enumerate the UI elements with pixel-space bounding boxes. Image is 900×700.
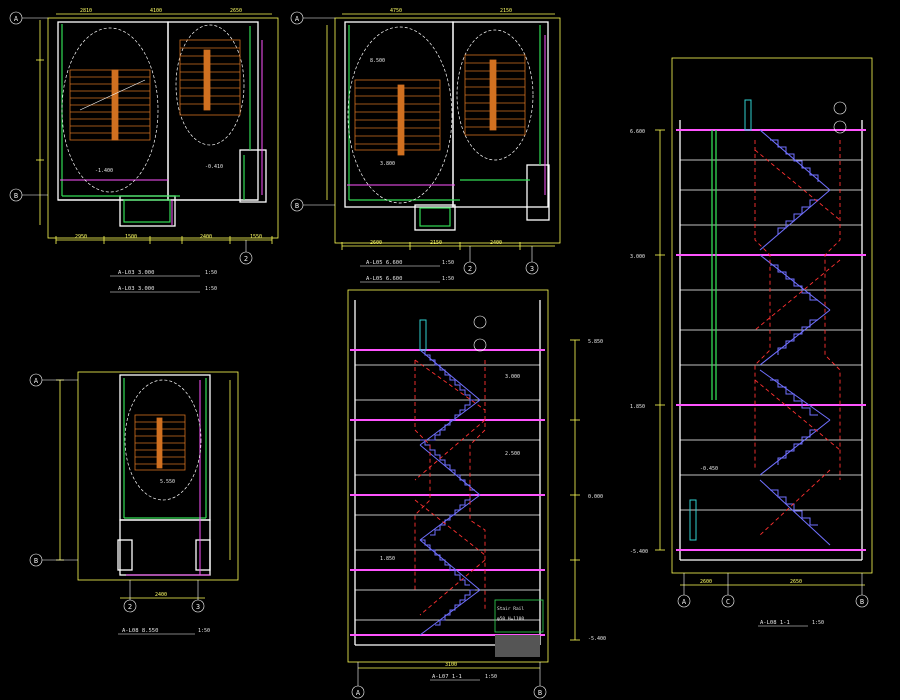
level-mark: 0.000 bbox=[588, 494, 603, 500]
drawing-scale: 1:50 bbox=[442, 260, 454, 266]
rail-note-box bbox=[494, 599, 544, 633]
note-text: Stair Rail bbox=[497, 606, 524, 612]
grid-bubble-label: A bbox=[34, 377, 39, 385]
grid-bubble-label: B bbox=[538, 689, 542, 697]
level-mark: 3.800 bbox=[380, 161, 395, 167]
grid-bubble-label: 3 bbox=[196, 603, 200, 611]
level-mark: 2.500 bbox=[505, 451, 520, 457]
dimension-text: 2650 bbox=[790, 579, 802, 585]
level-mark: -0.410 bbox=[205, 164, 223, 170]
grid-bubble-label: 2 bbox=[468, 265, 472, 273]
drawing-scale: 1:50 bbox=[205, 270, 217, 276]
ground-hatch bbox=[495, 635, 540, 657]
drawing-title-secondary: A-L03 3.000 bbox=[118, 286, 154, 292]
drawing-scale: 1:50 bbox=[485, 674, 497, 680]
drawing-scale: 1:50 bbox=[442, 276, 454, 282]
level-mark: 1.850 bbox=[380, 556, 395, 562]
drawing-title: A-L05 6.600 bbox=[366, 260, 402, 266]
note-text: φ50 H=1100 bbox=[497, 616, 524, 622]
level-mark: -5.400 bbox=[588, 636, 606, 642]
level-mark: -5.400 bbox=[630, 549, 648, 555]
dimension-text: 2600 bbox=[700, 579, 712, 585]
dimension-text: 2400 bbox=[490, 240, 502, 246]
dimension-text: 2600 bbox=[370, 240, 382, 246]
dimension-text: 2650 bbox=[230, 8, 242, 14]
level-mark: -0.450 bbox=[700, 466, 718, 472]
level-mark: 5.850 bbox=[588, 339, 603, 345]
level-mark: 8.500 bbox=[370, 58, 385, 64]
grid-bubble-label: B bbox=[295, 202, 299, 210]
grid-bubble-label: B bbox=[14, 192, 18, 200]
drawing-title: A-L07 1-1 bbox=[432, 674, 462, 680]
drawing-title: A-L08 8.550 bbox=[122, 628, 158, 634]
dimension-text: 1500 bbox=[125, 234, 137, 240]
level-mark: 3.000 bbox=[505, 374, 520, 380]
dimension-text: 2400 bbox=[155, 592, 167, 598]
dimension-text: 1550 bbox=[250, 234, 262, 240]
drawing-scale: 1:50 bbox=[812, 620, 824, 626]
dimension-text: 2810 bbox=[80, 8, 92, 14]
grid-bubble-label: C bbox=[726, 598, 730, 606]
drawing-title: A-L03 3.000 bbox=[118, 270, 154, 276]
grid-bubble-label: 2 bbox=[128, 603, 132, 611]
stair-section-2: A C B 2600 2650 6.600 3.000 1.850 -0.450… bbox=[630, 57, 873, 627]
dimension-text: 4750 bbox=[390, 8, 402, 14]
grid-bubble-label: B bbox=[34, 557, 38, 565]
grid-bubble-label: A bbox=[295, 15, 300, 23]
grid-bubble-label: A bbox=[682, 598, 687, 606]
stair-plan-b: A B 2 3 4750 2150 2600 2150 2400 8.500 3… bbox=[290, 8, 561, 283]
level-mark: 1.850 bbox=[630, 404, 645, 410]
level-mark: 5.550 bbox=[160, 479, 175, 485]
level-mark: -1.400 bbox=[95, 168, 113, 174]
grid-bubble-label: 3 bbox=[530, 265, 534, 273]
dimension-text: 2950 bbox=[75, 234, 87, 240]
dimension-text: 2150 bbox=[500, 8, 512, 14]
stair-plan-a: A B 2 2810 4100 2650 2950 1500 2400 1550… bbox=[9, 8, 279, 293]
stair-section-1: Stair Rail φ50 H=1100 A B 3100 5.850 0.0… bbox=[347, 289, 606, 699]
dimension-text: 2150 bbox=[430, 240, 442, 246]
level-mark: 3.000 bbox=[630, 254, 645, 260]
drawing-title-secondary: A-L05 6.600 bbox=[366, 276, 402, 282]
dimension-text: 4100 bbox=[150, 8, 162, 14]
level-mark: 6.600 bbox=[630, 129, 645, 135]
dimension-text: 3100 bbox=[445, 662, 457, 668]
grid-bubble-label: B bbox=[860, 598, 864, 606]
drawing-scale: 1:50 bbox=[205, 286, 217, 292]
stair-plan-c: A B 2 3 2400 5.550 A-L08 8.550 1:50 bbox=[29, 371, 239, 635]
grid-bubble-label: A bbox=[14, 15, 19, 23]
grid-bubble-label: 2 bbox=[244, 255, 248, 263]
drawing-scale: 1:50 bbox=[198, 628, 210, 634]
grid-bubble-label: A bbox=[356, 689, 361, 697]
drawing-title: A-L08 1-1 bbox=[760, 620, 790, 626]
dimension-text: 2400 bbox=[200, 234, 212, 240]
